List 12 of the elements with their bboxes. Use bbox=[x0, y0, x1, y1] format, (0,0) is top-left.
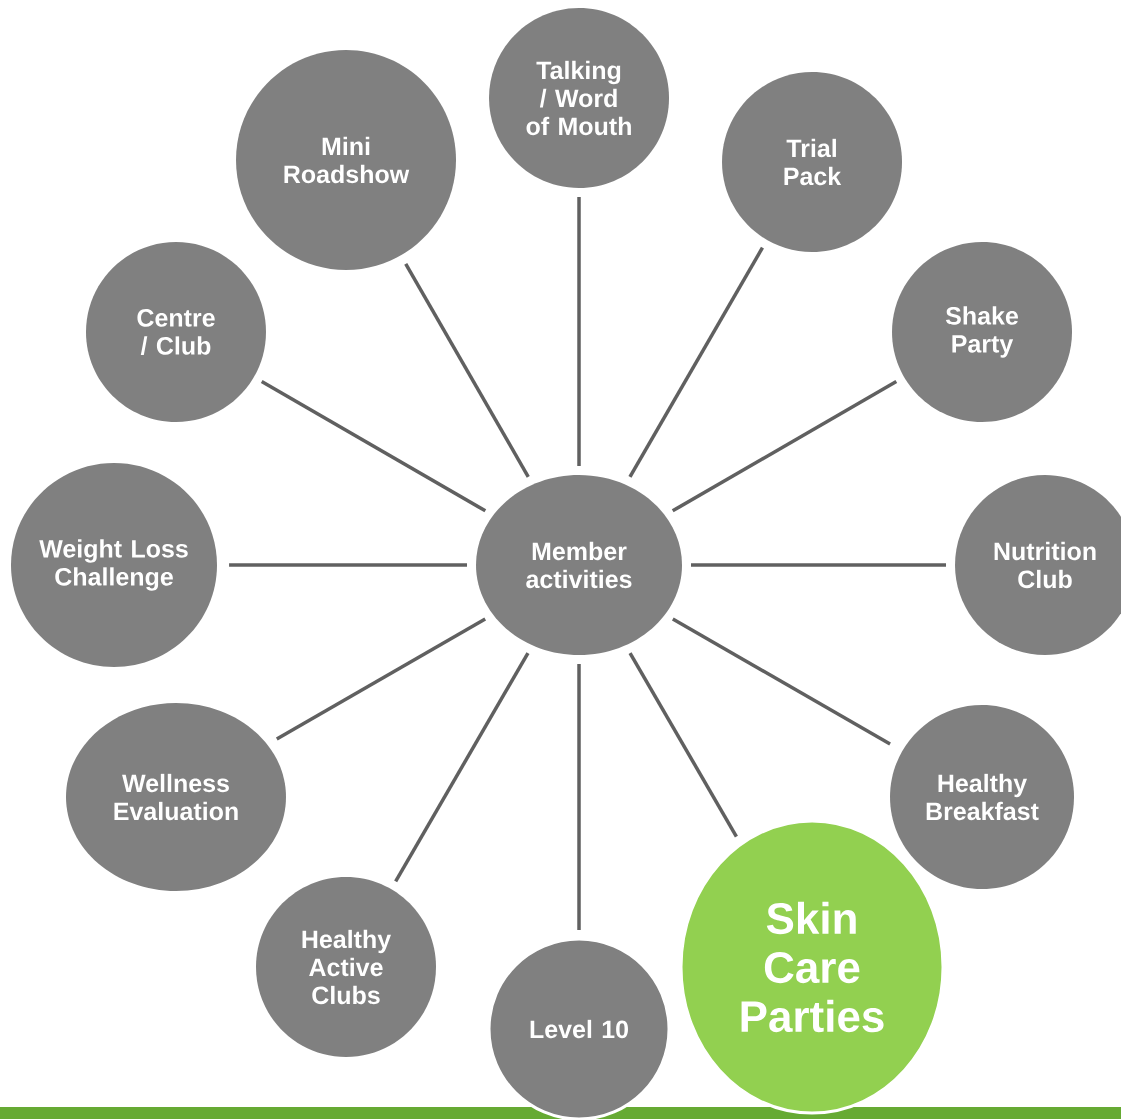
connector-line bbox=[394, 652, 530, 883]
connector-line bbox=[628, 652, 738, 838]
connector-line bbox=[577, 197, 581, 466]
connector-line bbox=[260, 380, 487, 513]
connector-line bbox=[671, 617, 891, 746]
connector-line bbox=[275, 617, 487, 741]
connector-line bbox=[671, 380, 898, 513]
connector-line bbox=[628, 246, 764, 478]
connector-line bbox=[691, 563, 946, 567]
connector-line bbox=[404, 262, 530, 478]
connector-line bbox=[577, 664, 581, 930]
connector-line bbox=[229, 563, 467, 567]
